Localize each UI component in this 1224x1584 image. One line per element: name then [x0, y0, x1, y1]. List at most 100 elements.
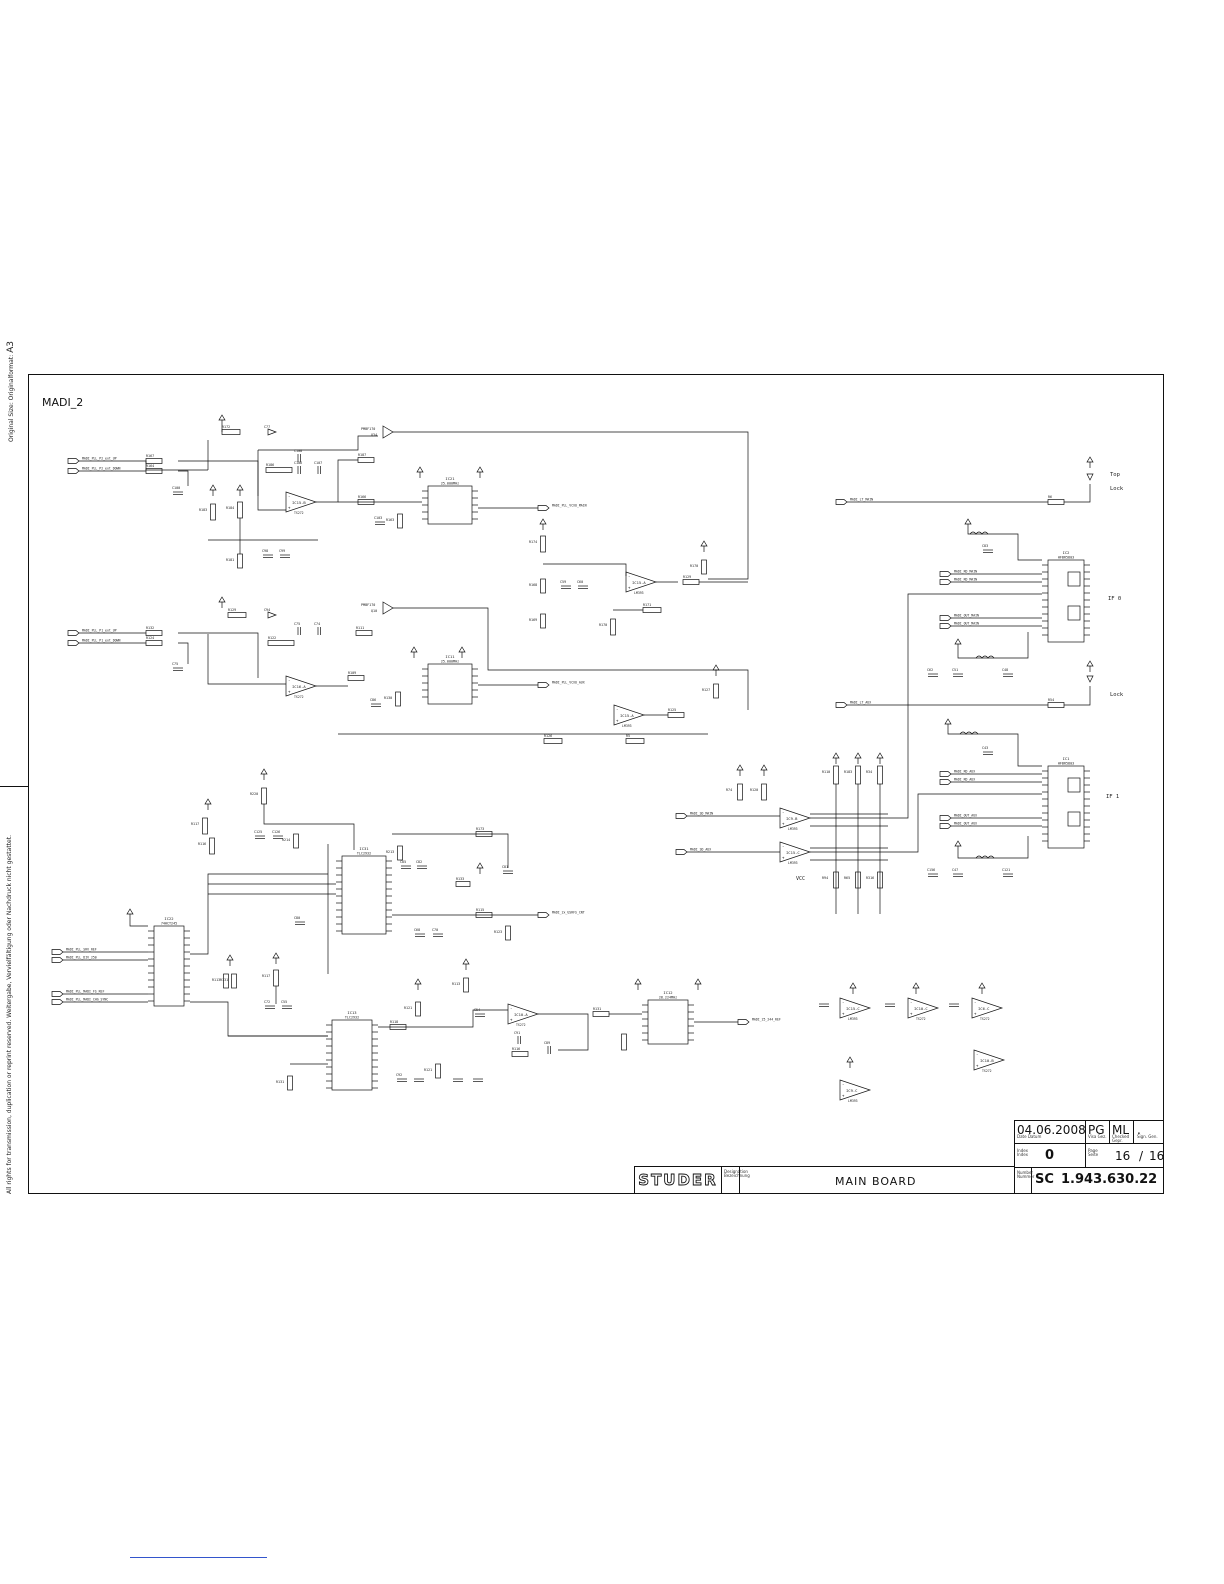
connector-port [939, 623, 952, 629]
ic-chip [331, 1019, 373, 1091]
transistor-ref: Q34 [371, 433, 377, 437]
op-amp-pin: - [628, 574, 630, 579]
op-amp-ref: IC10-A [514, 1012, 528, 1017]
op-amp-value: TS272 [516, 1023, 526, 1027]
resistor-ref: R131 [276, 1080, 284, 1084]
resistor [265, 467, 293, 473]
ic-value: TLC2932 [357, 852, 371, 856]
capacitor-ref: C99 [279, 549, 285, 553]
op-amp-pin: - [616, 707, 618, 712]
connector-port [939, 771, 952, 777]
capacitor-ref: C77 [264, 425, 270, 429]
supply-symbol [954, 840, 962, 847]
resistor-ref: R116 [512, 1047, 520, 1051]
op-amp-pin: + [842, 1011, 845, 1016]
capacitor-ref: C51 [952, 668, 958, 672]
supply-symbol [204, 798, 212, 805]
resistor-ref: R125 [668, 708, 676, 712]
resistor [543, 738, 563, 744]
supply-symbol [964, 518, 972, 525]
op-amp-symbol [625, 571, 658, 593]
inductor-symbol [969, 531, 989, 535]
annotation-text: IF 1 [1106, 794, 1119, 800]
resistor [713, 683, 719, 699]
resistor-ref: R173 [476, 827, 484, 831]
labels: MADI_PLL_P2_ext_UPMADI_PLL_P2_ext_DOWNR1… [66, 425, 1124, 1103]
led-symbol [1086, 473, 1094, 481]
approved-value: . [1137, 1123, 1141, 1137]
capacitor-ref: C54 [474, 1008, 480, 1012]
op-amp-symbol [779, 841, 812, 863]
resistor-ref: R172 [222, 425, 230, 429]
resistor [357, 499, 375, 505]
capacitor-ref: C98 [262, 549, 268, 553]
op-amp-pin: - [910, 1000, 912, 1005]
ic-value: HFBR5803 [1058, 556, 1074, 560]
supply-symbol [912, 982, 920, 989]
resistor-ref: R115 [476, 908, 484, 912]
resistor [145, 468, 163, 474]
resistor-ref: R118 [390, 1020, 398, 1024]
resistor-ref: R111 [356, 626, 364, 630]
wire [190, 1001, 328, 1037]
wires [63, 420, 1091, 1068]
wire [79, 460, 208, 471]
ic-ref: IC31 [359, 846, 369, 851]
net-label: MADI_PLL_P1_ext_DOWN [82, 639, 120, 643]
net-label: MADI_OUT_AUX [954, 814, 977, 818]
capacitor-ref: C70 [432, 928, 438, 932]
supply-symbol [634, 978, 642, 985]
connector-port [737, 1019, 750, 1025]
ic-value: 28.224MHz [659, 996, 677, 1000]
supply-symbol [462, 958, 470, 965]
rights-notice: All rights for transmission, duplication… [6, 835, 13, 1194]
resistor [642, 607, 662, 613]
op-amp-pin: - [782, 810, 784, 815]
resistor [435, 1063, 441, 1079]
ic-value: HFBR5803 [1058, 762, 1074, 766]
page-label: Page Seite [1088, 1148, 1099, 1157]
net-label: MADI_LT_MAIN [850, 498, 873, 502]
wire [810, 593, 1042, 819]
net-label: MADI_2x_USRFS_CNT [552, 911, 585, 915]
resistor-ref: R220 [250, 792, 258, 796]
resistor-ref: R168 [529, 583, 537, 587]
resistor [397, 845, 403, 861]
supply-symbol [978, 982, 986, 989]
resistor [463, 977, 469, 993]
resistor [355, 630, 373, 636]
connector-port [675, 849, 688, 855]
op-amp-pin: - [782, 844, 784, 849]
resistor-ref: R109 [348, 671, 356, 675]
resistor-ref: R129 [228, 608, 236, 612]
op-amp-symbol [779, 807, 812, 829]
drawing-number: 1.943.630.22 [1061, 1172, 1158, 1187]
net-label: MADI_PLL_P2_ext_UP [82, 457, 117, 461]
op-amp-value: TS272 [980, 1017, 990, 1021]
schematic-drawing: MADI_PLL_P2_ext_UPMADI_PLL_P2_ext_DOWNR1… [51, 414, 1124, 1103]
designation-block: STUDER Designation Bezeichnung MAIN BOAR… [634, 1166, 1015, 1194]
resistor [667, 712, 685, 718]
connector-port [835, 499, 848, 505]
resistor-ref: R174 [529, 540, 537, 544]
inductor-symbol [959, 731, 979, 735]
op-amp-value: LM393 [634, 591, 644, 595]
date-value: 04.06.2008 [1017, 1123, 1086, 1137]
net-label: MADI_RD_MAIN [954, 578, 977, 582]
capacitor-ref: C43 [982, 746, 988, 750]
resistor [347, 675, 365, 681]
resistor [761, 783, 767, 801]
resistor-ref: R94 [822, 876, 828, 880]
resistor [625, 738, 645, 744]
capacitor-ref: C60 [577, 580, 583, 584]
connector-port [835, 702, 848, 708]
resistor-ref: R117 [191, 822, 199, 826]
resistor [540, 613, 546, 629]
supply-symbol [476, 466, 484, 473]
capacitor-ref: C62 [927, 668, 933, 672]
resistor [145, 630, 163, 636]
ic-ref: IC1 [1063, 756, 1071, 761]
net-label: MADI_PLL_SRV_REF [66, 948, 97, 952]
op-amp-pin: - [288, 494, 290, 499]
checked-label: Checked Gepr. [1112, 1134, 1130, 1143]
